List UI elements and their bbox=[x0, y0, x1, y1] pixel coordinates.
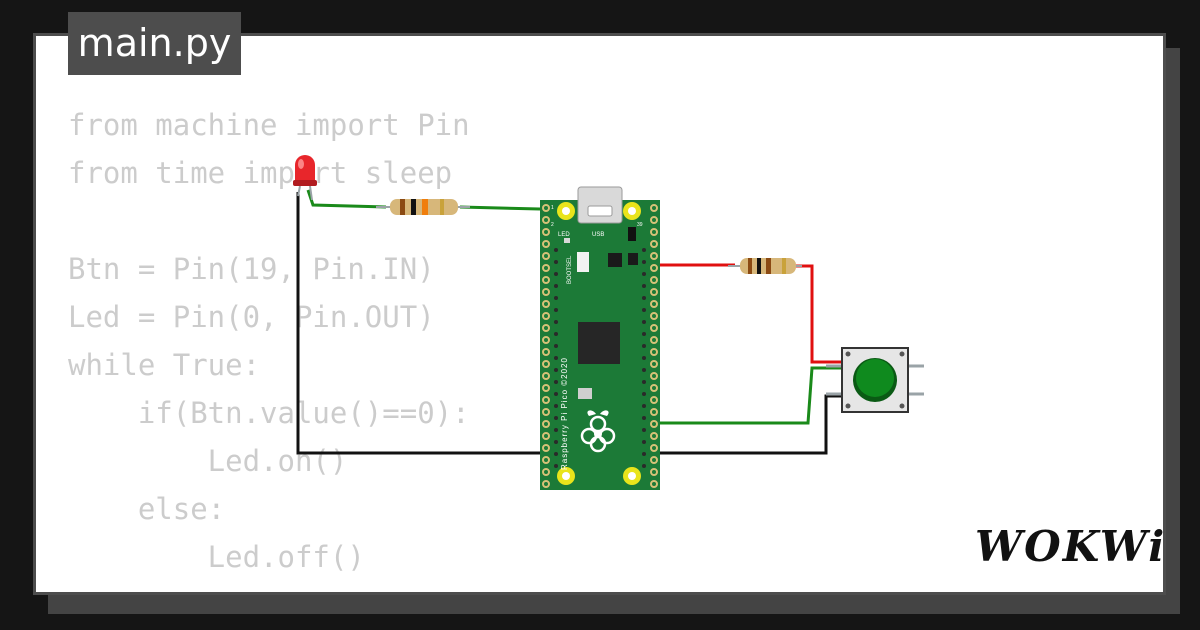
rp2040-chip bbox=[578, 322, 620, 364]
pico-board[interactable]: LED USB 1 2 39 BOOTSEL Raspberry Pi Pico… bbox=[540, 186, 660, 490]
wire-resistor-to-pico[interactable] bbox=[459, 205, 541, 211]
wire-resistor-to-button-red[interactable] bbox=[792, 264, 842, 364]
file-tab[interactable]: main.py bbox=[68, 12, 241, 75]
resistor[interactable] bbox=[376, 199, 470, 215]
code-line: Led.off() bbox=[68, 540, 365, 574]
label-bootsel: BOOTSEL bbox=[567, 255, 573, 284]
green-pushbutton[interactable] bbox=[826, 347, 924, 413]
wire-ground-black[interactable] bbox=[296, 192, 548, 455]
component bbox=[628, 253, 638, 265]
pin-holes-right bbox=[650, 204, 658, 488]
raspberry-logo-icon bbox=[580, 410, 616, 453]
code-line: Led.on() bbox=[68, 444, 348, 478]
label-usb: USB bbox=[592, 232, 604, 238]
code-line: from time import sleep bbox=[68, 156, 453, 190]
label-led: LED bbox=[558, 232, 570, 238]
code-line: if(Btn.value()==0): bbox=[68, 396, 470, 430]
wokwi-logo: WOKWi bbox=[975, 522, 1167, 571]
code-line: Led = Pin(0, Pin.OUT) bbox=[68, 300, 435, 334]
code-line: while True: bbox=[68, 348, 261, 382]
led-smd bbox=[564, 238, 570, 243]
resistor[interactable] bbox=[728, 258, 802, 274]
code-editor[interactable]: from machine import Pin from time import … bbox=[68, 101, 470, 581]
wire-led-anode[interactable] bbox=[306, 189, 387, 209]
bootsel-button[interactable] bbox=[577, 252, 589, 272]
code-line: Btn = Pin(19, Pin.IN) bbox=[68, 252, 435, 286]
label-pin-39: 39 bbox=[637, 222, 643, 228]
label-pin-2: 2 bbox=[551, 222, 554, 228]
usb-connector bbox=[577, 186, 623, 224]
wire-button-green[interactable] bbox=[650, 366, 842, 425]
pin-holes-left bbox=[542, 204, 550, 488]
wire-button-gnd-black[interactable] bbox=[650, 394, 842, 455]
board-name: Raspberry Pi Pico ©2020 bbox=[560, 357, 569, 470]
regulator bbox=[628, 227, 636, 241]
wires bbox=[296, 189, 842, 455]
component bbox=[608, 253, 622, 267]
pin-holes-inner bbox=[554, 248, 646, 468]
code-line: from machine import Pin bbox=[68, 108, 470, 142]
mounting-holes bbox=[557, 202, 641, 485]
red-led[interactable] bbox=[293, 155, 317, 201]
debug-pads bbox=[578, 388, 592, 399]
code-line: else: bbox=[68, 492, 226, 526]
label-pin-1: 1 bbox=[551, 205, 554, 211]
